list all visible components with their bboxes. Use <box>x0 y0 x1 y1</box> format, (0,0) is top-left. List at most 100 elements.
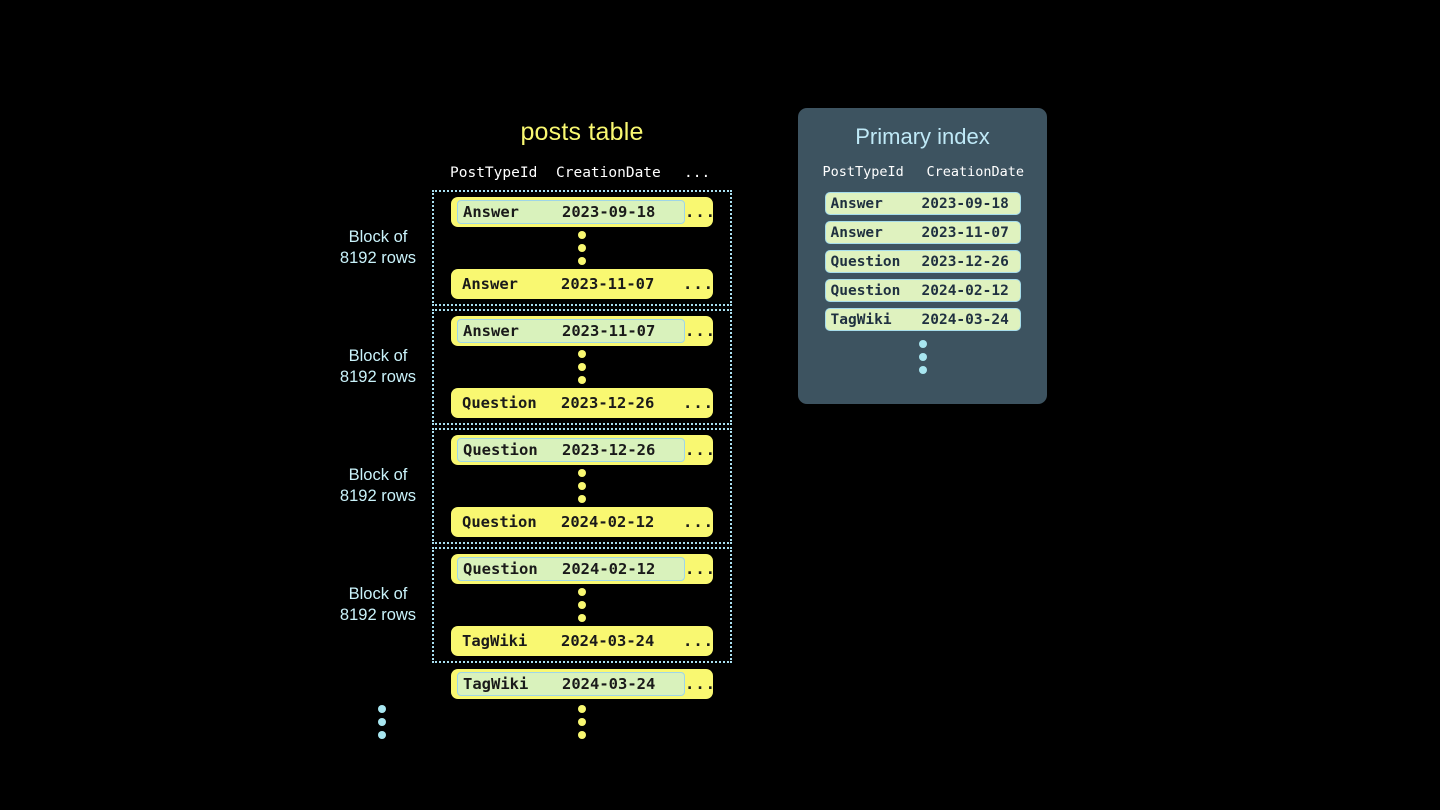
block-label-3-line1: Block of <box>348 466 408 484</box>
index-cell-creationdate: 2024-03-24 <box>921 311 1009 328</box>
bottom-ellipsis-center <box>432 701 732 743</box>
cell-more: ... <box>685 560 716 578</box>
table-row[interactable]: Question 2024-02-12 ... <box>451 507 713 537</box>
table-row[interactable]: Answer 2023-11-07 ... <box>451 316 716 346</box>
table-row[interactable]: Question 2023-12-26 ... <box>451 435 716 465</box>
primary-index-panel: Primary index PostTypeId CreationDate An… <box>798 108 1047 404</box>
block-label-4: Block of 8192 rows <box>332 584 432 626</box>
vertical-ellipsis-icon <box>434 227 730 269</box>
block-label-2-line2: 8192 rows <box>339 368 417 386</box>
column-header-posttypeid: PostTypeId <box>450 165 538 181</box>
bottom-ellipsis-group <box>332 701 752 743</box>
index-row[interactable]: TagWiki 2024-03-24 <box>824 308 1021 331</box>
row-cells: TagWiki 2024-03-24 <box>457 629 683 653</box>
row-highlight-box: Answer 2023-11-07 <box>457 319 685 343</box>
block-label-3-line2: 8192 rows <box>339 487 417 505</box>
cell-posttypeid: Answer <box>463 322 519 340</box>
trailing-row-box: TagWiki 2024-03-24 ... <box>432 667 732 699</box>
table-row[interactable]: Answer 2023-11-07 ... <box>451 269 713 299</box>
cell-more: ... <box>685 441 716 459</box>
cell-more: ... <box>685 675 716 693</box>
cell-more: ... <box>685 322 716 340</box>
cell-posttypeid: Question <box>462 394 537 412</box>
cell-creationdate: 2024-02-12 <box>562 560 656 578</box>
index-cell-creationdate: 2023-09-18 <box>921 195 1009 212</box>
block-box-4: Question 2024-02-12 ... TagWiki 2024-03-… <box>432 547 732 663</box>
bottom-ellipsis-left <box>332 701 432 743</box>
row-highlight-box: Answer 2023-09-18 <box>457 200 685 224</box>
block-label-2: Block of 8192 rows <box>332 346 432 388</box>
column-header-more: ... <box>684 165 711 181</box>
index-column-header-creationdate: CreationDate <box>926 164 1025 180</box>
index-row[interactable]: Question 2024-02-12 <box>824 279 1021 302</box>
cell-more: ... <box>685 203 716 221</box>
row-highlight-box: TagWiki 2024-03-24 <box>457 672 685 696</box>
row-highlight-box: Question 2024-02-12 <box>457 557 685 581</box>
cell-creationdate: 2023-11-07 <box>561 275 655 293</box>
index-cell-creationdate: 2023-12-26 <box>921 253 1009 270</box>
cell-more: ... <box>683 513 714 531</box>
block-label-1-line1: Block of <box>348 228 408 246</box>
index-row[interactable]: Answer 2023-11-07 <box>824 221 1021 244</box>
cell-posttypeid: TagWiki <box>463 675 529 693</box>
vertical-ellipsis-icon <box>378 701 386 743</box>
table-row[interactable]: TagWiki 2024-03-24 ... <box>451 626 713 656</box>
row-cells: Answer 2023-11-07 <box>457 272 683 296</box>
index-cell-posttypeid: Answer <box>830 224 883 241</box>
cell-more: ... <box>683 632 714 650</box>
vertical-ellipsis-icon <box>578 701 586 743</box>
posts-table-column-headers: PostTypeId CreationDate ... <box>450 165 730 181</box>
block-box-2: Answer 2023-11-07 ... Question 2023-12-2… <box>432 309 732 425</box>
index-cell-posttypeid: Question <box>830 253 901 270</box>
cell-posttypeid: TagWiki <box>462 632 528 650</box>
cell-posttypeid: Question <box>462 513 537 531</box>
cell-creationdate: 2023-11-07 <box>562 322 656 340</box>
block-box-1: Answer 2023-09-18 ... Answer 2023-11-07 … <box>432 190 732 306</box>
row-highlight-box: Question 2023-12-26 <box>457 438 685 462</box>
index-cell-posttypeid: TagWiki <box>830 311 892 328</box>
posts-table-title: posts table <box>520 118 644 146</box>
table-row[interactable]: Question 2023-12-26 ... <box>451 388 713 418</box>
table-row[interactable]: Question 2024-02-12 ... <box>451 554 716 584</box>
cell-creationdate: 2023-12-26 <box>561 394 655 412</box>
primary-index-rows: Answer 2023-09-18 Answer 2023-11-07 Ques… <box>798 192 1047 331</box>
posts-table-section: posts table PostTypeId CreationDate ... … <box>332 118 752 739</box>
cell-posttypeid: Answer <box>462 275 518 293</box>
block-label-4-line1: Block of <box>348 585 408 603</box>
cell-more: ... <box>683 394 714 412</box>
row-cells: Question 2023-12-26 <box>457 391 683 415</box>
trailing-row-group: TagWiki 2024-03-24 ... <box>332 667 752 699</box>
table-row[interactable]: Answer 2023-09-18 ... <box>451 197 716 227</box>
index-cell-posttypeid: Question <box>830 282 901 299</box>
index-row[interactable]: Answer 2023-09-18 <box>824 192 1021 215</box>
vertical-ellipsis-icon <box>434 346 730 388</box>
block-label-1-line2: 8192 rows <box>339 249 417 267</box>
cell-posttypeid: Question <box>463 560 538 578</box>
index-cell-creationdate: 2023-11-07 <box>921 224 1009 241</box>
block-label-4-line2: 8192 rows <box>339 606 417 624</box>
block-label-2-line1: Block of <box>348 347 408 365</box>
cell-more: ... <box>683 275 714 293</box>
cell-creationdate: 2024-03-24 <box>562 675 656 693</box>
index-row[interactable]: Question 2023-12-26 <box>824 250 1021 273</box>
posts-table-blocks: Block of 8192 rows Answer 2023-09-18 ... <box>332 190 752 743</box>
block-label-1: Block of 8192 rows <box>332 227 432 269</box>
index-cell-posttypeid: Answer <box>830 195 883 212</box>
vertical-ellipsis-icon <box>434 465 730 507</box>
index-column-header-posttypeid: PostTypeId <box>822 164 904 180</box>
index-vertical-ellipsis-icon <box>798 340 1047 374</box>
cell-posttypeid: Question <box>463 441 538 459</box>
column-header-creationdate: CreationDate <box>556 165 661 181</box>
block-box-3: Question 2023-12-26 ... Question 2024-02… <box>432 428 732 544</box>
vertical-ellipsis-icon <box>434 584 730 626</box>
cell-creationdate: 2023-09-18 <box>562 203 656 221</box>
index-cell-creationdate: 2024-02-12 <box>921 282 1009 299</box>
cell-creationdate: 2024-03-24 <box>561 632 655 650</box>
cell-posttypeid: Answer <box>463 203 519 221</box>
primary-index-title: Primary index <box>855 124 990 149</box>
block-group-2: Block of 8192 rows Answer 2023-11-07 ... <box>332 309 752 425</box>
block-group-4: Block of 8192 rows Question 2024-02-12 .… <box>332 547 752 663</box>
cell-creationdate: 2024-02-12 <box>561 513 655 531</box>
table-row[interactable]: TagWiki 2024-03-24 ... <box>451 669 716 699</box>
